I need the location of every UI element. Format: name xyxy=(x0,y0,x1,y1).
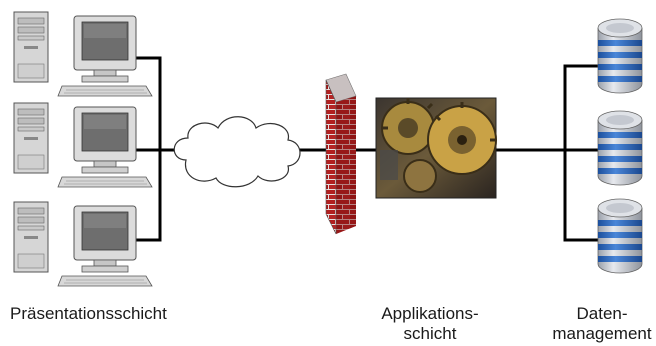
workstation-bottom xyxy=(13,201,153,287)
presentation-tier-label: Präsentationsschicht xyxy=(10,304,167,323)
database-icon-bottom xyxy=(597,198,643,274)
data-tier-label: Daten- management xyxy=(552,304,652,343)
workstation-middle xyxy=(13,102,153,188)
gears-icon xyxy=(375,97,497,199)
workstation-top xyxy=(13,11,153,97)
database-icon-top xyxy=(597,18,643,94)
firewall-icon xyxy=(325,73,357,235)
application-tier-label: Applikations- schicht xyxy=(381,304,479,343)
database-icon-middle xyxy=(597,110,643,186)
cloud-icon xyxy=(173,116,301,188)
connection-lines xyxy=(128,56,598,242)
